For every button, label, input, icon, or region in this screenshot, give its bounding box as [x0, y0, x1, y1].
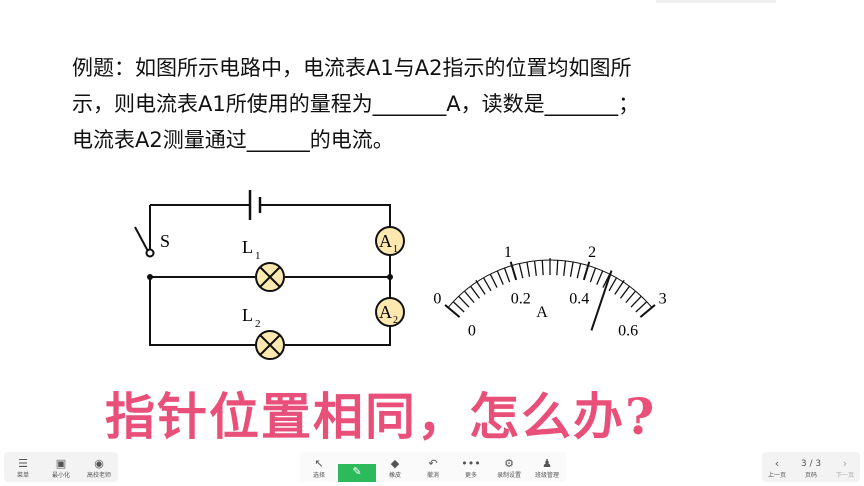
meter-upper-label: 2 [588, 244, 596, 261]
ammeter2-sub: 2 [393, 315, 398, 326]
teacher-icon: ◉ [94, 457, 104, 470]
top-bar [656, 0, 776, 3]
meter-tick [639, 304, 656, 318]
meter-lower-label: 0.4 [569, 290, 589, 307]
eraser-button[interactable]: ◆橡皮 [376, 456, 414, 482]
meter-tick [582, 261, 591, 281]
meter-tick [635, 301, 648, 313]
meter-tick [526, 261, 531, 277]
meter-lower-label: 0 [468, 322, 476, 339]
select-button[interactable]: ↖选择 [300, 456, 338, 482]
meter-lower-label: 0.2 [511, 290, 531, 307]
meter-tick [458, 295, 470, 308]
meter-tick [556, 260, 559, 276]
chevron-left-icon: ‹ [774, 457, 780, 470]
menu-icon: ☰ [18, 457, 28, 470]
meter-upper-label: 3 [659, 291, 667, 308]
meter-tick [563, 260, 567, 276]
toolbar-left: ☰菜单 ▣最小化 ◉高校老师 [4, 452, 118, 482]
meter-upper-label: 1 [504, 244, 512, 261]
meter-tick [470, 285, 481, 299]
meter-tick [569, 261, 574, 277]
toolbar-center: ↖选择 ✎ ◆橡皮 ↶撤消 •••更多 ⚙录制设置 ♟班级管理 [300, 452, 566, 482]
meter-tick [518, 263, 524, 279]
ammeter-dial: 0 1 2 3 0 0.2 0.4 0.6 A [433, 244, 667, 339]
menu-button[interactable]: ☰菜单 [4, 456, 42, 482]
more-icon: ••• [461, 457, 481, 470]
minimize-button[interactable]: ▣最小化 [42, 456, 80, 482]
meter-tick [541, 260, 544, 276]
meter-tick [475, 279, 486, 295]
class-icon: ♟ [542, 457, 552, 470]
meter-upper-label: 0 [433, 291, 441, 308]
meter-lower-label: 0.6 [618, 322, 638, 339]
lamp2-sub: 2 [255, 318, 261, 330]
overlay-title: 指针位置相同，怎么办? [105, 387, 657, 446]
meter-tick [482, 277, 492, 292]
ammeter1-sub: 1 [393, 244, 398, 255]
pen-icon: ✎ [352, 465, 362, 478]
meter-arc [447, 259, 653, 308]
meter-tick [464, 290, 475, 304]
meter-tick [576, 263, 582, 279]
meter-tick [489, 273, 498, 288]
lamp1-label: L [242, 237, 253, 257]
question-line-2: 示，则电流表A1所使用的量程为_______A，读数是_______； [72, 92, 640, 116]
meter-tick [503, 267, 511, 283]
eraser-icon: ◆ [390, 457, 400, 470]
lamp1-sub: 1 [255, 250, 261, 262]
class-button[interactable]: ♟班级管理 [528, 456, 566, 482]
switch-label: S [160, 231, 170, 251]
meter-tick [444, 304, 461, 318]
record-button[interactable]: ⚙录制设置 [490, 456, 528, 482]
select-icon: ↖ [314, 457, 324, 470]
meter-tick [533, 260, 537, 276]
meter-tick [596, 270, 604, 285]
pen-button[interactable]: ✎ [338, 464, 376, 482]
question-line-3: 电流表A2测量通过______的电流。 [72, 128, 394, 152]
chevron-right-icon: › [842, 457, 848, 470]
meter-tick [608, 277, 618, 292]
record-icon: ⚙ [504, 457, 514, 470]
question-line-1: 例题：如图所示电路中，电流表A1与A2指示的位置均如图所 [72, 56, 632, 80]
more-button[interactable]: •••更多 [452, 456, 490, 482]
ammeter2-label: A [379, 302, 392, 322]
meter-tick [589, 267, 597, 283]
meter-tick [614, 279, 625, 295]
lamp2-label: L [242, 305, 253, 325]
meter-tick [619, 285, 630, 299]
undo-button[interactable]: ↶撤消 [414, 456, 452, 482]
minimize-icon: ▣ [55, 457, 67, 470]
meter-tick [496, 270, 504, 285]
teacher-button[interactable]: ◉高校老师 [80, 456, 118, 482]
ammeter1-label: A [379, 231, 392, 251]
undo-icon: ↶ [428, 457, 438, 470]
prev-page-button[interactable]: ‹上一页 [762, 456, 792, 482]
meter-needle [590, 270, 613, 331]
meter-tick [509, 261, 518, 281]
meter-unit: A [536, 304, 548, 321]
meter-tick [452, 301, 465, 313]
next-page-button[interactable]: ›下一页 [830, 456, 860, 482]
meter-tick [630, 295, 642, 308]
meter-tick [625, 290, 636, 304]
